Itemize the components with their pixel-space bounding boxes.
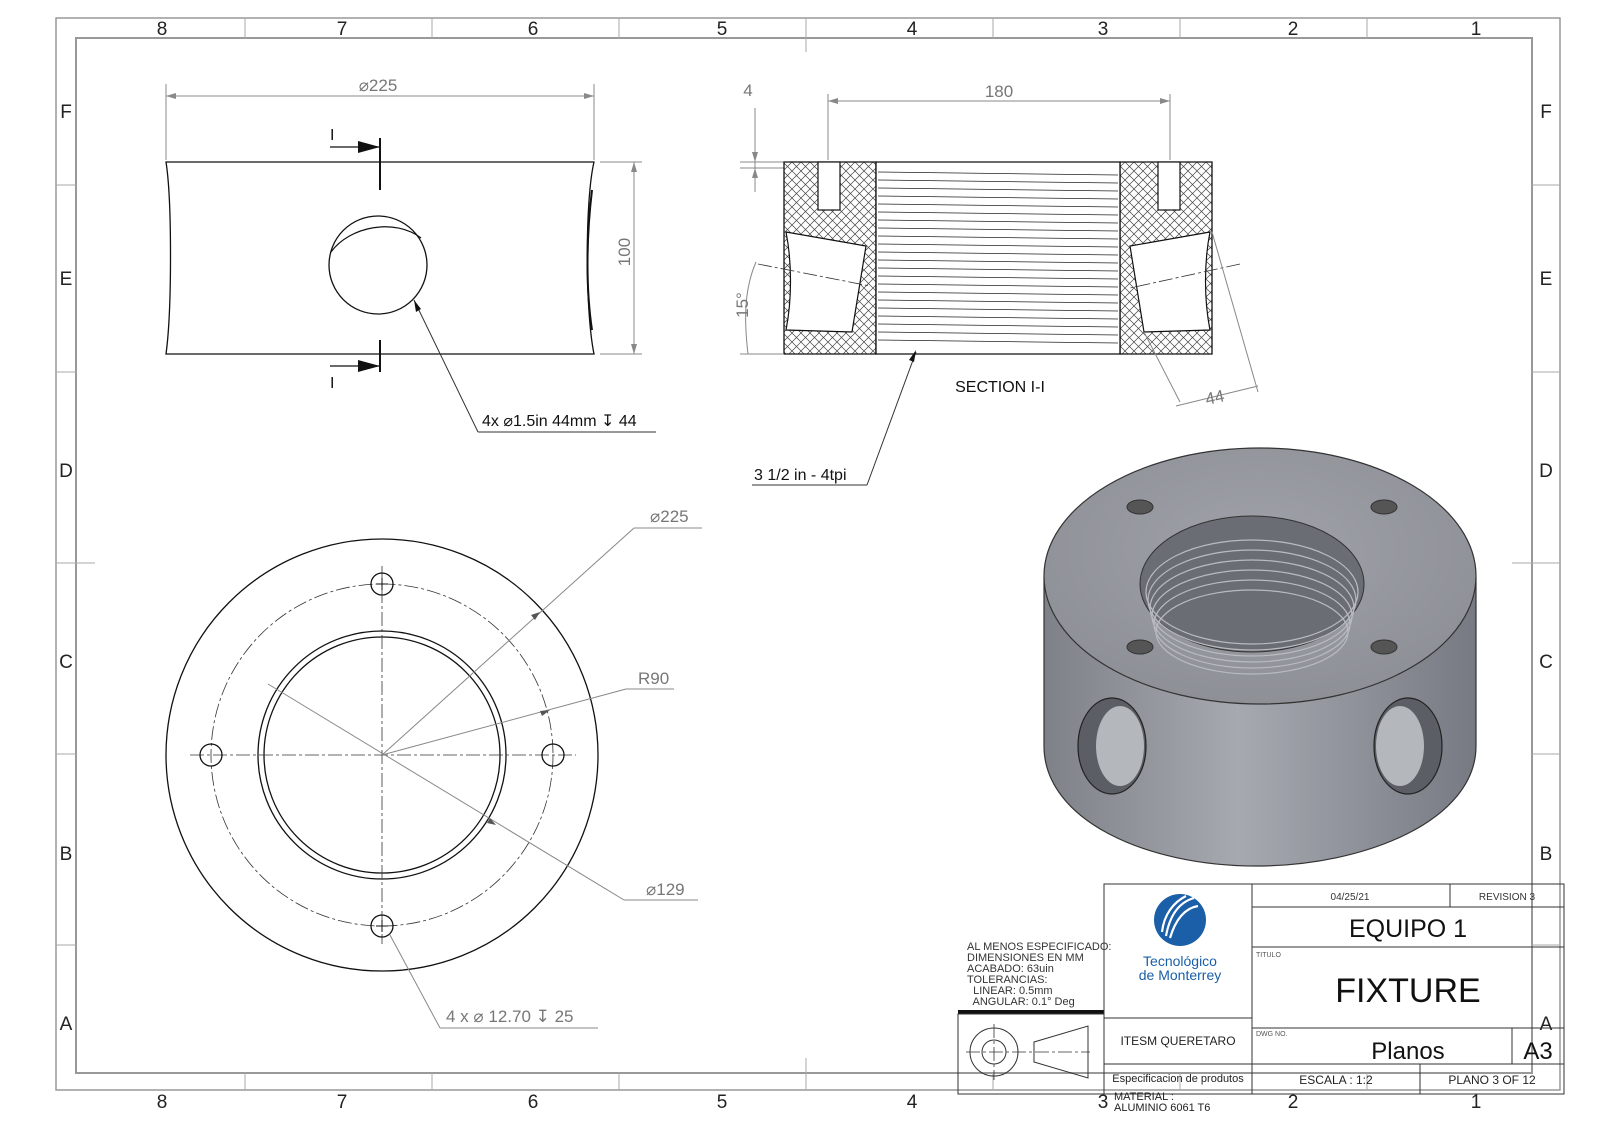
section-view: 180 4 1	[733, 81, 1259, 486]
note-line-6: ANGULAR: 0.1° Deg	[967, 996, 1075, 1008]
drawing-title: FIXTURE	[1335, 972, 1480, 1010]
team-name: EQUIPO 1	[1349, 915, 1467, 943]
note-line-4: TOLERANCIAS:	[967, 974, 1048, 986]
top-bore-diameter-dim: ⌀129	[646, 880, 685, 899]
sheet-border: 8 7 6 5 4 3 2 1 8 7 6 5 4 3 2 1 F E D C …	[55, 17, 1561, 1113]
zone-row-c-right: C	[1539, 652, 1553, 673]
material-value: ALUMINIO 6061 T6	[1114, 1102, 1210, 1114]
title-caption: TITULO	[1256, 952, 1281, 959]
top-outer-diameter-dim: ⌀225	[650, 507, 689, 526]
dwg-number: Planos	[1371, 1038, 1444, 1065]
zone-col-1: 1	[1471, 19, 1482, 40]
scale-field: ESCALA : 1:2	[1299, 1073, 1373, 1087]
zone-col-4: 4	[907, 19, 918, 40]
section-offset-dim: 4	[743, 81, 752, 100]
zone-col-2-bottom: 2	[1288, 1092, 1299, 1113]
note-line-1: AL MENOS ESPECIFICADO:	[967, 941, 1111, 953]
logo-line-2: de Monterrey	[1139, 967, 1221, 983]
top-radius-dim: R90	[638, 669, 669, 688]
sheet-size: A3	[1523, 1038, 1552, 1065]
general-notes: AL MENOS ESPECIFICADO: DIMENSIONES EN MM…	[958, 941, 1111, 1014]
revision-field: REVISION 3	[1479, 892, 1536, 903]
zone-row-d: D	[59, 461, 73, 482]
top-view: ⌀225 R90 ⌀129 4 x ⌀ 12.70 ↧ 25	[165, 507, 702, 1029]
institution-name: ITESM QUERETARO	[1120, 1034, 1235, 1048]
zone-col-1-bottom: 1	[1471, 1092, 1482, 1113]
section-depth-dim: 44	[1204, 386, 1226, 409]
zone-col-4-bottom: 4	[907, 1092, 918, 1113]
zone-col-5: 5	[717, 19, 728, 40]
sheet-number: PLANO 3 OF 12	[1448, 1073, 1536, 1087]
material-label: MATERIAL :	[1114, 1091, 1174, 1103]
zone-col-7-bottom: 7	[337, 1092, 348, 1113]
zone-row-f: F	[60, 102, 72, 123]
zone-row-e: E	[60, 269, 73, 290]
zone-col-5-bottom: 5	[717, 1092, 728, 1113]
front-hole-callout: 4x ⌀1.5in 44mm ↧ 44	[482, 413, 637, 430]
zone-col-2: 2	[1288, 19, 1299, 40]
thread-lines	[877, 171, 1119, 344]
tec-logo-icon	[1154, 894, 1206, 946]
zone-row-b: B	[60, 844, 73, 865]
zone-col-6-bottom: 6	[528, 1092, 539, 1113]
dwg-caption: DWG NO.	[1256, 1031, 1288, 1038]
zone-row-f-right: F	[1540, 102, 1552, 123]
section-angle-dim: 15°	[733, 292, 752, 318]
section-top-dim: 180	[985, 82, 1013, 101]
zone-col-3-bottom: 3	[1098, 1092, 1109, 1113]
zone-row-a-right: A	[1540, 1014, 1553, 1035]
section-mark-top: I	[330, 127, 334, 144]
zone-col-6: 6	[528, 19, 539, 40]
bolt-hole-right	[541, 743, 565, 767]
bolt-hole-left	[199, 743, 223, 767]
zone-row-b-right: B	[1540, 844, 1553, 865]
zone-col-8-bottom: 8	[157, 1092, 168, 1113]
date-field: 04/25/21	[1331, 892, 1370, 903]
projection-symbol-icon	[966, 1024, 1090, 1080]
isometric-view	[1043, 447, 1477, 867]
zone-row-a: A	[60, 1014, 73, 1035]
logo-line-1: Tecnológico	[1143, 953, 1217, 969]
thread-callout: 3 1/2 in - 4tpi	[754, 467, 847, 484]
title-block: Tecnológico de Monterrey ITESM QUERETARO…	[957, 883, 1565, 1114]
zone-col-8: 8	[157, 19, 168, 40]
note-line-2: DIMENSIONES EN MM	[967, 952, 1084, 964]
section-title: SECTION I-I	[955, 379, 1045, 396]
bolt-hole-top	[370, 572, 394, 596]
note-line-3: ACABADO: 63uin	[967, 963, 1054, 975]
front-view: ⌀225 100 I I 4x ⌀1.5in 44mm ↧ 44	[165, 76, 656, 433]
zone-row-e-right: E	[1540, 269, 1553, 290]
front-diameter-dim: ⌀225	[359, 76, 398, 95]
front-height-dim: 100	[615, 238, 634, 266]
section-mark-bottom: I	[330, 375, 334, 392]
top-hole-callout: 4 x ⌀ 12.70 ↧ 25	[446, 1007, 574, 1026]
zone-row-d-right: D	[1539, 461, 1553, 482]
note-line-5: LINEAR: 0.5mm	[967, 985, 1053, 997]
zone-col-7: 7	[337, 19, 348, 40]
spec-label: Especificacion de produtos	[1112, 1073, 1244, 1085]
bolt-hole-bottom	[370, 914, 394, 938]
zone-col-3: 3	[1098, 19, 1109, 40]
zone-row-c: C	[59, 652, 73, 673]
